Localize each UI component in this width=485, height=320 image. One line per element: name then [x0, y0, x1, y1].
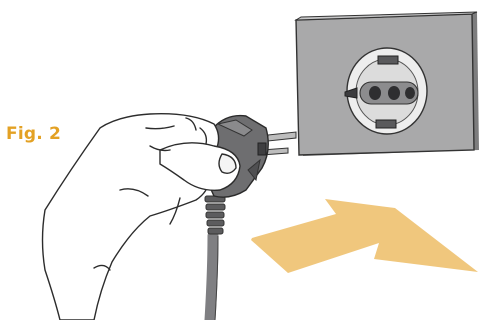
wall-socket-icon	[294, 11, 479, 156]
figure-label: Fig. 2	[6, 124, 62, 144]
direction-arrow-icon	[251, 199, 478, 273]
cable-icon	[204, 195, 226, 320]
hand-icon	[41, 113, 241, 320]
